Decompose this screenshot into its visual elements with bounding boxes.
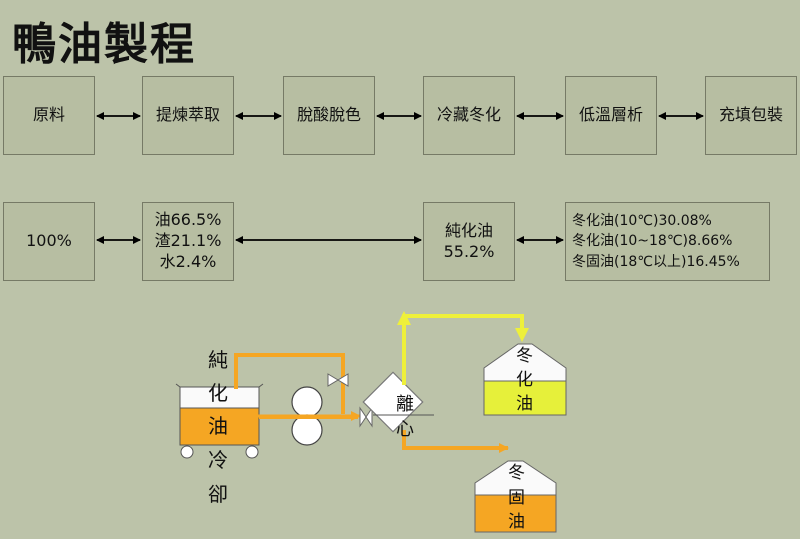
winter-oil-label-2: 化 bbox=[516, 370, 533, 390]
yield-water: 水2.4% bbox=[159, 251, 217, 271]
step-raw-material: 原料 bbox=[3, 76, 95, 155]
step-winterization: 冷藏冬化 bbox=[423, 76, 515, 155]
orange-pipes bbox=[234, 353, 509, 453]
centrifuge-label-1: 離 bbox=[396, 394, 414, 415]
tank-label-4: 冷 bbox=[208, 448, 228, 472]
solid-oil-label-1: 冬 bbox=[508, 463, 525, 483]
fraction-winter-10-18: 冬化油(10~18℃)8.66% bbox=[572, 233, 733, 250]
winter-oil-bottle bbox=[483, 343, 567, 416]
yield-oil: 油66.5% bbox=[154, 210, 222, 230]
valves bbox=[327, 373, 373, 428]
centrifuge bbox=[362, 371, 434, 433]
step-deacid-decolor: 脫酸脫色 bbox=[283, 76, 375, 155]
step-packaging: 充填包裝 bbox=[705, 76, 797, 155]
step-extraction: 提煉萃取 bbox=[142, 76, 234, 155]
yield-pure-oil: 純化油 55.2% bbox=[423, 202, 515, 281]
yield-extract: 油66.5% 渣21.1% 水2.4% bbox=[142, 202, 234, 281]
tank-label-3: 油 bbox=[208, 414, 228, 438]
solid-oil-bottle bbox=[474, 460, 557, 533]
cooling-tank bbox=[175, 383, 264, 459]
yield-raw: 100% bbox=[3, 202, 95, 281]
step-chromatography: 低溫層析 bbox=[565, 76, 657, 155]
yield-fractions: 冬化油(10℃)30.08% 冬化油(10~18℃)8.66% 冬固油(18℃以… bbox=[565, 202, 770, 281]
solid-oil-label-3: 油 bbox=[508, 512, 525, 532]
winter-oil-label-1: 冬 bbox=[516, 346, 533, 366]
page-title: 鴨油製程 bbox=[12, 19, 196, 70]
tank-label-5: 卻 bbox=[208, 482, 228, 506]
pump-rollers bbox=[291, 386, 323, 446]
tank-label-2: 化 bbox=[208, 381, 228, 405]
centrifuge-label-2: 心 bbox=[396, 419, 414, 440]
yield-residue: 渣21.1% bbox=[154, 231, 222, 251]
fraction-solid-18: 冬固油(18℃以上)16.45% bbox=[572, 253, 740, 270]
fraction-winter-10: 冬化油(10℃)30.08% bbox=[572, 213, 712, 230]
solid-oil-label-2: 固 bbox=[508, 488, 525, 508]
tank-label-1: 純 bbox=[208, 348, 228, 372]
winter-oil-label-3: 油 bbox=[516, 394, 533, 414]
